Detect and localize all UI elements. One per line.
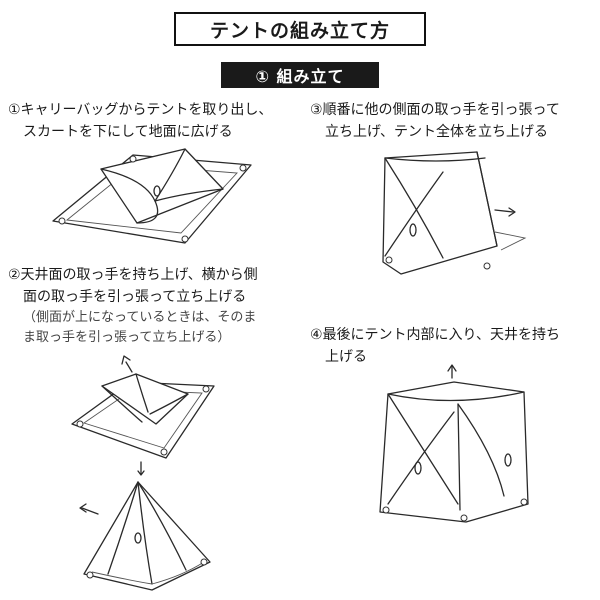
- section-heading: ① 組み立て: [221, 62, 379, 88]
- page-title: テントの組み立て方: [174, 12, 426, 46]
- raise-ceiling-icon: [374, 364, 539, 526]
- flat-tent-icon: [45, 143, 260, 253]
- lift-roof-icon: [66, 352, 226, 462]
- down-arrow-icon: [136, 461, 146, 477]
- step-1-text: ①キャリーバッグからテントを取り出し、 スカートを下にして地面に広げる: [8, 99, 298, 143]
- step-4-line-1: ④最後にテント内部に入り、天井を持ち: [310, 327, 560, 343]
- step-2-text: ②天井面の取っ手を持ち上げ、横から側 面の取っ手を引っ張って立ち上げる （側面が…: [8, 264, 298, 348]
- step-2-line-1: ②天井面の取っ手を持ち上げ、横から側: [8, 267, 258, 283]
- step-4-line-2: 上げる: [325, 349, 367, 365]
- step-2-line-2: 面の取っ手を引っ張って立ち上げる: [23, 289, 247, 305]
- step-2-note-2: ま取っ手を引っ張って立ち上げる）: [23, 330, 231, 345]
- step-3-line-2: 立ち上げ、テント全体を立ち上げる: [325, 124, 549, 140]
- step-2-note-1: （側面が上になっているときは、そのま: [23, 310, 257, 325]
- raise-sides-icon: [377, 148, 532, 276]
- step-1-line-2: スカートを下にして地面に広げる: [23, 124, 233, 140]
- pull-side-icon: [68, 478, 218, 593]
- step-3-text: ③順番に他の側面の取っ手を引っ張って 立ち上げ、テント全体を立ち上げる: [310, 99, 600, 143]
- step-3-line-1: ③順番に他の側面の取っ手を引っ張って: [310, 102, 560, 118]
- step-1-line-1: ①キャリーバッグからテントを取り出し、: [8, 102, 273, 118]
- step-4-text: ④最後にテント内部に入り、天井を持ち 上げる: [310, 324, 600, 368]
